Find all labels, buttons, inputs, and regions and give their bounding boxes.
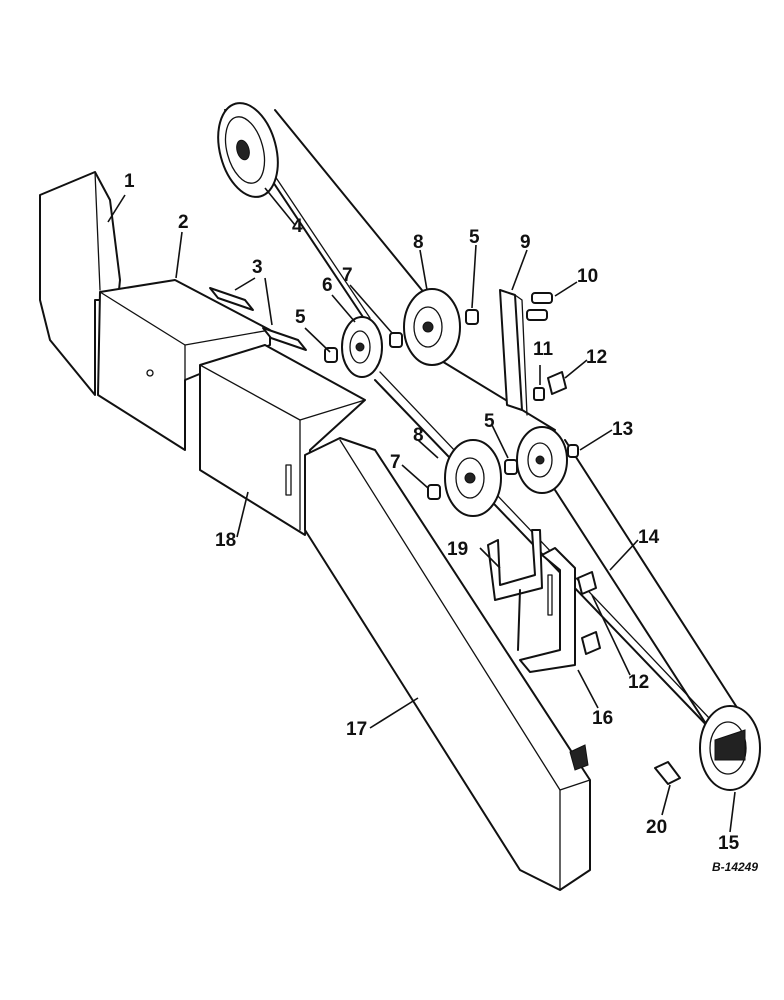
callout-2: 2 xyxy=(178,212,189,233)
callout-5-lower: 5 xyxy=(484,411,495,432)
part-19-bracket xyxy=(487,529,543,651)
callout-12-lower: 12 xyxy=(628,672,650,693)
callout-9: 9 xyxy=(520,232,531,253)
callout-19: 19 xyxy=(447,539,469,560)
callout-4: 4 xyxy=(292,216,303,237)
part-18-housing xyxy=(199,344,366,536)
callout-10: 10 xyxy=(577,266,599,287)
callout-8-lower: 8 xyxy=(413,425,424,446)
part-10-pins xyxy=(526,292,553,321)
callout-5-left: 5 xyxy=(295,307,306,328)
part-9-bracket xyxy=(499,289,528,416)
callout-3: 3 xyxy=(252,257,263,278)
part-3-plates xyxy=(209,287,307,351)
callout-8-upper: 8 xyxy=(413,232,424,253)
idler-sheave-right xyxy=(516,426,568,494)
upper-sheave xyxy=(217,102,279,198)
leader-lines xyxy=(107,187,736,833)
callout-7-upper: 7 xyxy=(342,265,353,286)
part-8-sheave-lower xyxy=(444,439,502,517)
part-20-bolt xyxy=(654,761,681,785)
part-15-sheave xyxy=(699,705,761,791)
callout-14: 14 xyxy=(638,527,660,548)
part-17-shield xyxy=(304,437,591,891)
callout-17: 17 xyxy=(346,719,368,740)
part-11-12-hardware xyxy=(533,371,601,655)
part-8-sheave-upper xyxy=(403,288,461,366)
callout-15: 15 xyxy=(718,833,740,854)
callout-13: 13 xyxy=(612,419,634,440)
part-16-bracket xyxy=(519,547,576,673)
callout-1: 1 xyxy=(124,171,135,192)
part-6-sheave xyxy=(341,316,383,378)
bushings xyxy=(324,309,579,500)
callout-16: 16 xyxy=(592,708,614,729)
callout-20: 20 xyxy=(646,817,668,838)
callout-7-lower: 7 xyxy=(390,452,401,473)
callout-5-upper: 5 xyxy=(469,227,480,248)
callout-12-upper: 12 xyxy=(586,347,608,368)
callout-18: 18 xyxy=(215,530,237,551)
callout-6: 6 xyxy=(322,275,333,296)
drawing-id: B-14249 xyxy=(712,860,759,874)
callout-11: 11 xyxy=(533,339,554,360)
